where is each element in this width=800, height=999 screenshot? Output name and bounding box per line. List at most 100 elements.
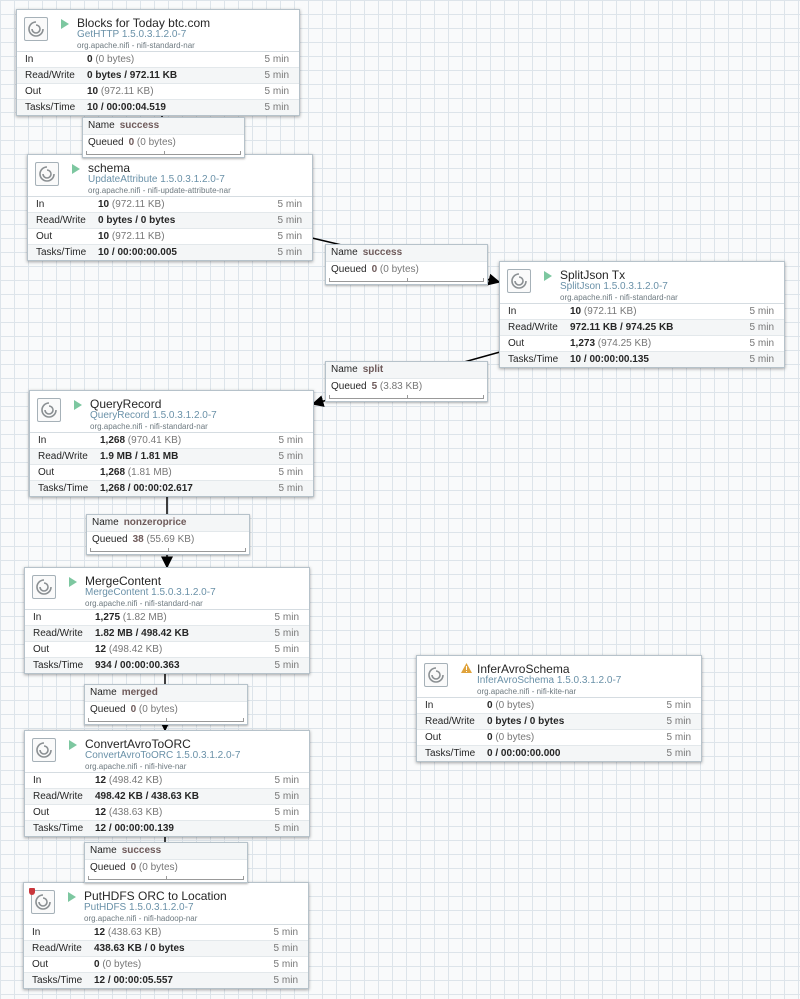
processor-name: MergeContent xyxy=(85,574,162,588)
stat-value: 12 / 00:00:00.139 xyxy=(95,821,174,836)
stat-main: 1.82 MB / 498.42 KB xyxy=(95,628,189,639)
processor-icon xyxy=(31,890,55,914)
stat-label: Tasks/Time xyxy=(32,975,83,986)
processor-icon xyxy=(507,269,531,293)
processor-type: PutHDFS 1.5.0.3.1.2.0-7 xyxy=(84,902,194,913)
processor-type: SplitJson 1.5.0.3.1.2.0-7 xyxy=(560,281,668,292)
stat-main: 0 bytes / 972.11 KB xyxy=(87,70,178,81)
stat-value: 0 bytes / 0 bytes xyxy=(487,714,564,729)
stat-sub: (972.11 KB) xyxy=(581,306,637,317)
stat-main: 1,273 xyxy=(570,338,596,349)
queued-label: Queued xyxy=(331,264,367,275)
queued-label: Queued xyxy=(88,137,124,148)
processor-icon xyxy=(35,162,59,186)
stat-label: Out xyxy=(32,959,49,970)
queued-label: Queued xyxy=(331,381,367,392)
stat-main: 10 xyxy=(98,199,110,210)
stat-time: 5 min xyxy=(274,660,299,671)
stat-label: Out xyxy=(508,338,525,349)
stat-main: 0 bytes / 0 bytes xyxy=(487,716,565,727)
stat-main: 10 xyxy=(570,306,582,317)
stat-value: 438.63 KB / 0 bytes xyxy=(94,941,185,956)
processor-bundle: org.apache.nifi - nifi-hadoop-nar xyxy=(84,914,198,923)
queued-label: Queued xyxy=(90,862,126,873)
stat-main: 12 / 00:00:05.557 xyxy=(94,975,173,986)
stat-value: 1,268 (970.41 KB) xyxy=(100,433,181,448)
stat-value: 498.42 KB / 438.63 KB xyxy=(95,789,199,804)
queued-count: 0 xyxy=(130,862,137,873)
processor-type: MergeContent 1.5.0.3.1.2.0-7 xyxy=(85,587,216,598)
stat-main: 972.11 KB / 974.25 KB xyxy=(570,322,674,333)
processor-name: ConvertAvroToORC xyxy=(85,737,191,751)
stat-value: 12 (498.42 KB) xyxy=(95,642,162,657)
stat-value: 1,268 (1.81 MB) xyxy=(100,465,172,480)
invalid-badge-icon xyxy=(29,888,35,895)
queued-label: Queued xyxy=(90,704,126,715)
queued-size: (3.83 KB) xyxy=(377,381,423,392)
stat-value: 10 (972.11 KB) xyxy=(98,197,165,212)
queued-size: (0 bytes) xyxy=(377,264,419,275)
processor-bundle: org.apache.nifi - nifi-standard-nar xyxy=(77,41,195,50)
running-icon xyxy=(544,271,552,281)
processor-bundle: org.apache.nifi - nifi-hive-nar xyxy=(85,762,187,771)
stat-time: 5 min xyxy=(749,338,774,349)
processor-name: Blocks for Today btc.com xyxy=(77,16,211,30)
stat-main: 12 xyxy=(95,807,107,818)
stat-sub: (1.82 MB) xyxy=(120,612,167,623)
name-label: Name xyxy=(90,687,117,698)
stat-label: In xyxy=(33,612,42,623)
stat-time: 5 min xyxy=(666,732,691,743)
stat-time: 5 min xyxy=(264,54,289,65)
stat-label: In xyxy=(425,700,434,711)
stat-sub: (970.41 KB) xyxy=(125,435,182,446)
stat-time: 5 min xyxy=(274,807,299,818)
backpressure-bar xyxy=(86,151,241,155)
stat-value: 0 bytes / 972.11 KB xyxy=(87,68,177,83)
running-icon xyxy=(69,577,77,587)
warning-icon[interactable] xyxy=(461,663,472,676)
queued-size: (0 bytes) xyxy=(136,862,178,873)
stat-label: Read/Write xyxy=(33,628,83,639)
stat-time: 5 min xyxy=(273,943,298,954)
stat-sub: (0 bytes) xyxy=(92,54,135,65)
stat-sub: (438.63 KB) xyxy=(106,807,163,818)
stat-time: 5 min xyxy=(273,975,298,986)
connection-queued-row: Queued 0 (0 bytes) xyxy=(85,860,247,876)
